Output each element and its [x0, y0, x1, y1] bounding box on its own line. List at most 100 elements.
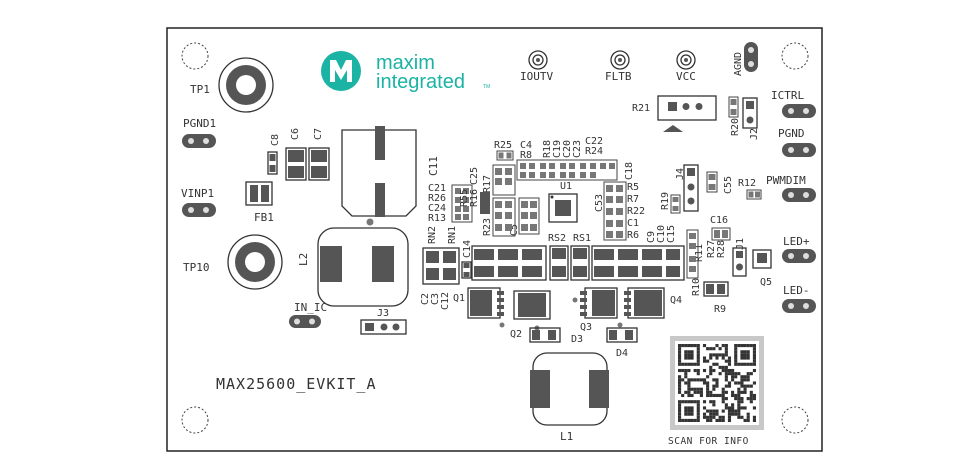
cap-row-right: C9 C10 C15	[591, 225, 685, 281]
svg-text:U1: U1	[560, 181, 572, 192]
svg-text:J1: J1	[735, 238, 746, 250]
svg-text:C21: C21	[428, 183, 446, 194]
svg-text:R9: R9	[714, 304, 726, 315]
svg-text:R10: R10	[691, 278, 702, 296]
svg-text:R11: R11	[694, 244, 705, 262]
svg-text:L2: L2	[297, 253, 310, 266]
part-q1: Q1	[453, 287, 505, 328]
part-r19: R19	[660, 192, 681, 214]
part-c55: C55	[706, 171, 734, 194]
part-c8: C8	[267, 134, 281, 175]
label-iout: IOUTV	[520, 70, 553, 83]
connector-j3[interactable]: J3	[360, 308, 407, 335]
svg-text:R6: R6	[627, 230, 639, 241]
svg-text:R18: R18	[542, 140, 553, 158]
svg-text:R26: R26	[428, 193, 446, 204]
qr-code: SCAN FOR INFO	[668, 336, 764, 447]
part-c6: C6	[285, 128, 307, 181]
label-tp10: TP10	[183, 261, 210, 274]
svg-text:R5: R5	[627, 182, 639, 193]
cap-row-left	[471, 245, 547, 281]
svg-text:R13: R13	[428, 213, 446, 224]
label-led-plus: LED+	[783, 235, 810, 248]
part-rn2-rn1: RN2 RN1	[422, 226, 460, 285]
svg-text:C19: C19	[552, 140, 563, 158]
svg-text:R12: R12	[738, 178, 756, 189]
svg-text:D4: D4	[616, 348, 628, 359]
tp-agnd[interactable]: AGND	[733, 42, 758, 76]
svg-text:C22: C22	[585, 136, 603, 147]
tp-iout[interactable]: IOUTV	[520, 50, 553, 83]
svg-text:C9: C9	[646, 231, 657, 243]
svg-text:FB1: FB1	[254, 211, 274, 224]
svg-text:C3: C3	[430, 293, 441, 305]
svg-text:C20: C20	[562, 140, 573, 158]
svg-text:R55: R55	[459, 189, 470, 207]
part-c7: C7	[308, 128, 330, 181]
label-pwmdim: PWMDIM	[766, 174, 806, 187]
tp-pgnd1[interactable]: PGND1	[182, 117, 216, 148]
svg-text:R25: R25	[494, 140, 512, 151]
label-led-minus: LED-	[783, 284, 810, 297]
label-vinp1: VINP1	[181, 187, 214, 200]
svg-text:C10: C10	[656, 225, 667, 243]
svg-text:RS1: RS1	[573, 233, 591, 244]
tp-fltb[interactable]: FLTB	[605, 50, 632, 83]
svg-text:C14: C14	[462, 240, 473, 258]
svg-text:C24: C24	[428, 203, 446, 214]
label-fltb: FLTB	[605, 70, 632, 83]
svg-text:R24: R24	[585, 146, 603, 157]
labels-top-cluster: R25 C4 R8 R18 C19 C20 C23 C22 R24 C18	[494, 136, 635, 181]
svg-text:C11: C11	[427, 156, 440, 176]
tp-led-plus[interactable]: LED+	[782, 235, 816, 263]
labels-r55-group: R55 R16 C25 R17 R23 C5	[459, 164, 540, 237]
label-pgnd1: PGND1	[183, 117, 216, 130]
part-j4: J4	[675, 164, 699, 212]
svg-text:Q5: Q5	[760, 277, 772, 288]
tp-led-minus[interactable]: LED-	[782, 284, 816, 313]
svg-text:RS2: RS2	[548, 233, 566, 244]
label-j3: J3	[377, 308, 389, 319]
tp-in-ic[interactable]: IN_IC	[289, 301, 327, 328]
svg-text:R16: R16	[469, 189, 480, 207]
tp-pgnd-right[interactable]: PGND	[778, 127, 816, 157]
tp-vinp1[interactable]: VINP1	[181, 187, 216, 217]
tp-vcc[interactable]: VCC	[676, 50, 696, 83]
svg-text:RN2: RN2	[427, 226, 438, 244]
part-r12: R12	[738, 178, 762, 200]
label-agnd: AGND	[733, 52, 744, 76]
tp-tp10[interactable]: TP10	[183, 234, 283, 290]
svg-text:L1: L1	[560, 430, 573, 443]
mounting-holes	[181, 42, 809, 434]
part-d3: D3	[529, 327, 583, 345]
part-c11: C11	[341, 126, 440, 226]
part-q4: Q4	[617, 287, 682, 328]
svg-text:J2: J2	[749, 128, 760, 140]
svg-text:C18: C18	[624, 162, 635, 180]
svg-text:C25: C25	[469, 167, 480, 185]
svg-text:R21: R21	[632, 103, 650, 114]
part-fb1: FB1	[245, 181, 274, 224]
svg-text:Q2: Q2	[510, 329, 522, 340]
part-c14: C14	[461, 240, 473, 279]
svg-text:RN1: RN1	[447, 226, 458, 244]
svg-text:C2: C2	[420, 293, 431, 305]
svg-text:Q3: Q3	[580, 322, 592, 333]
svg-text:C6: C6	[290, 128, 301, 140]
tp-ictrl[interactable]: ICTRL	[771, 89, 816, 118]
svg-text:R22: R22	[627, 206, 645, 217]
tp-tp1[interactable]: TP1	[190, 57, 274, 113]
maxim-logo: maxim integrated TM	[321, 51, 490, 93]
svg-text:C15: C15	[666, 225, 677, 243]
label-pgnd-right: PGND	[778, 127, 805, 140]
part-u1: U1	[548, 181, 578, 223]
svg-text:C55: C55	[723, 176, 734, 194]
part-d4: D4	[606, 327, 638, 359]
svg-text:R20: R20	[730, 118, 741, 136]
label-tp1: TP1	[190, 83, 210, 96]
labels-c53-group: C53 R5 R7 R22 C1 R6	[594, 181, 645, 241]
svg-text:J4: J4	[675, 168, 686, 180]
tp-pwmdim[interactable]: PWMDIM	[766, 174, 816, 202]
labels-c2-c3-c12: C2 C3 C12	[420, 292, 451, 310]
svg-text:C8: C8	[270, 134, 281, 146]
